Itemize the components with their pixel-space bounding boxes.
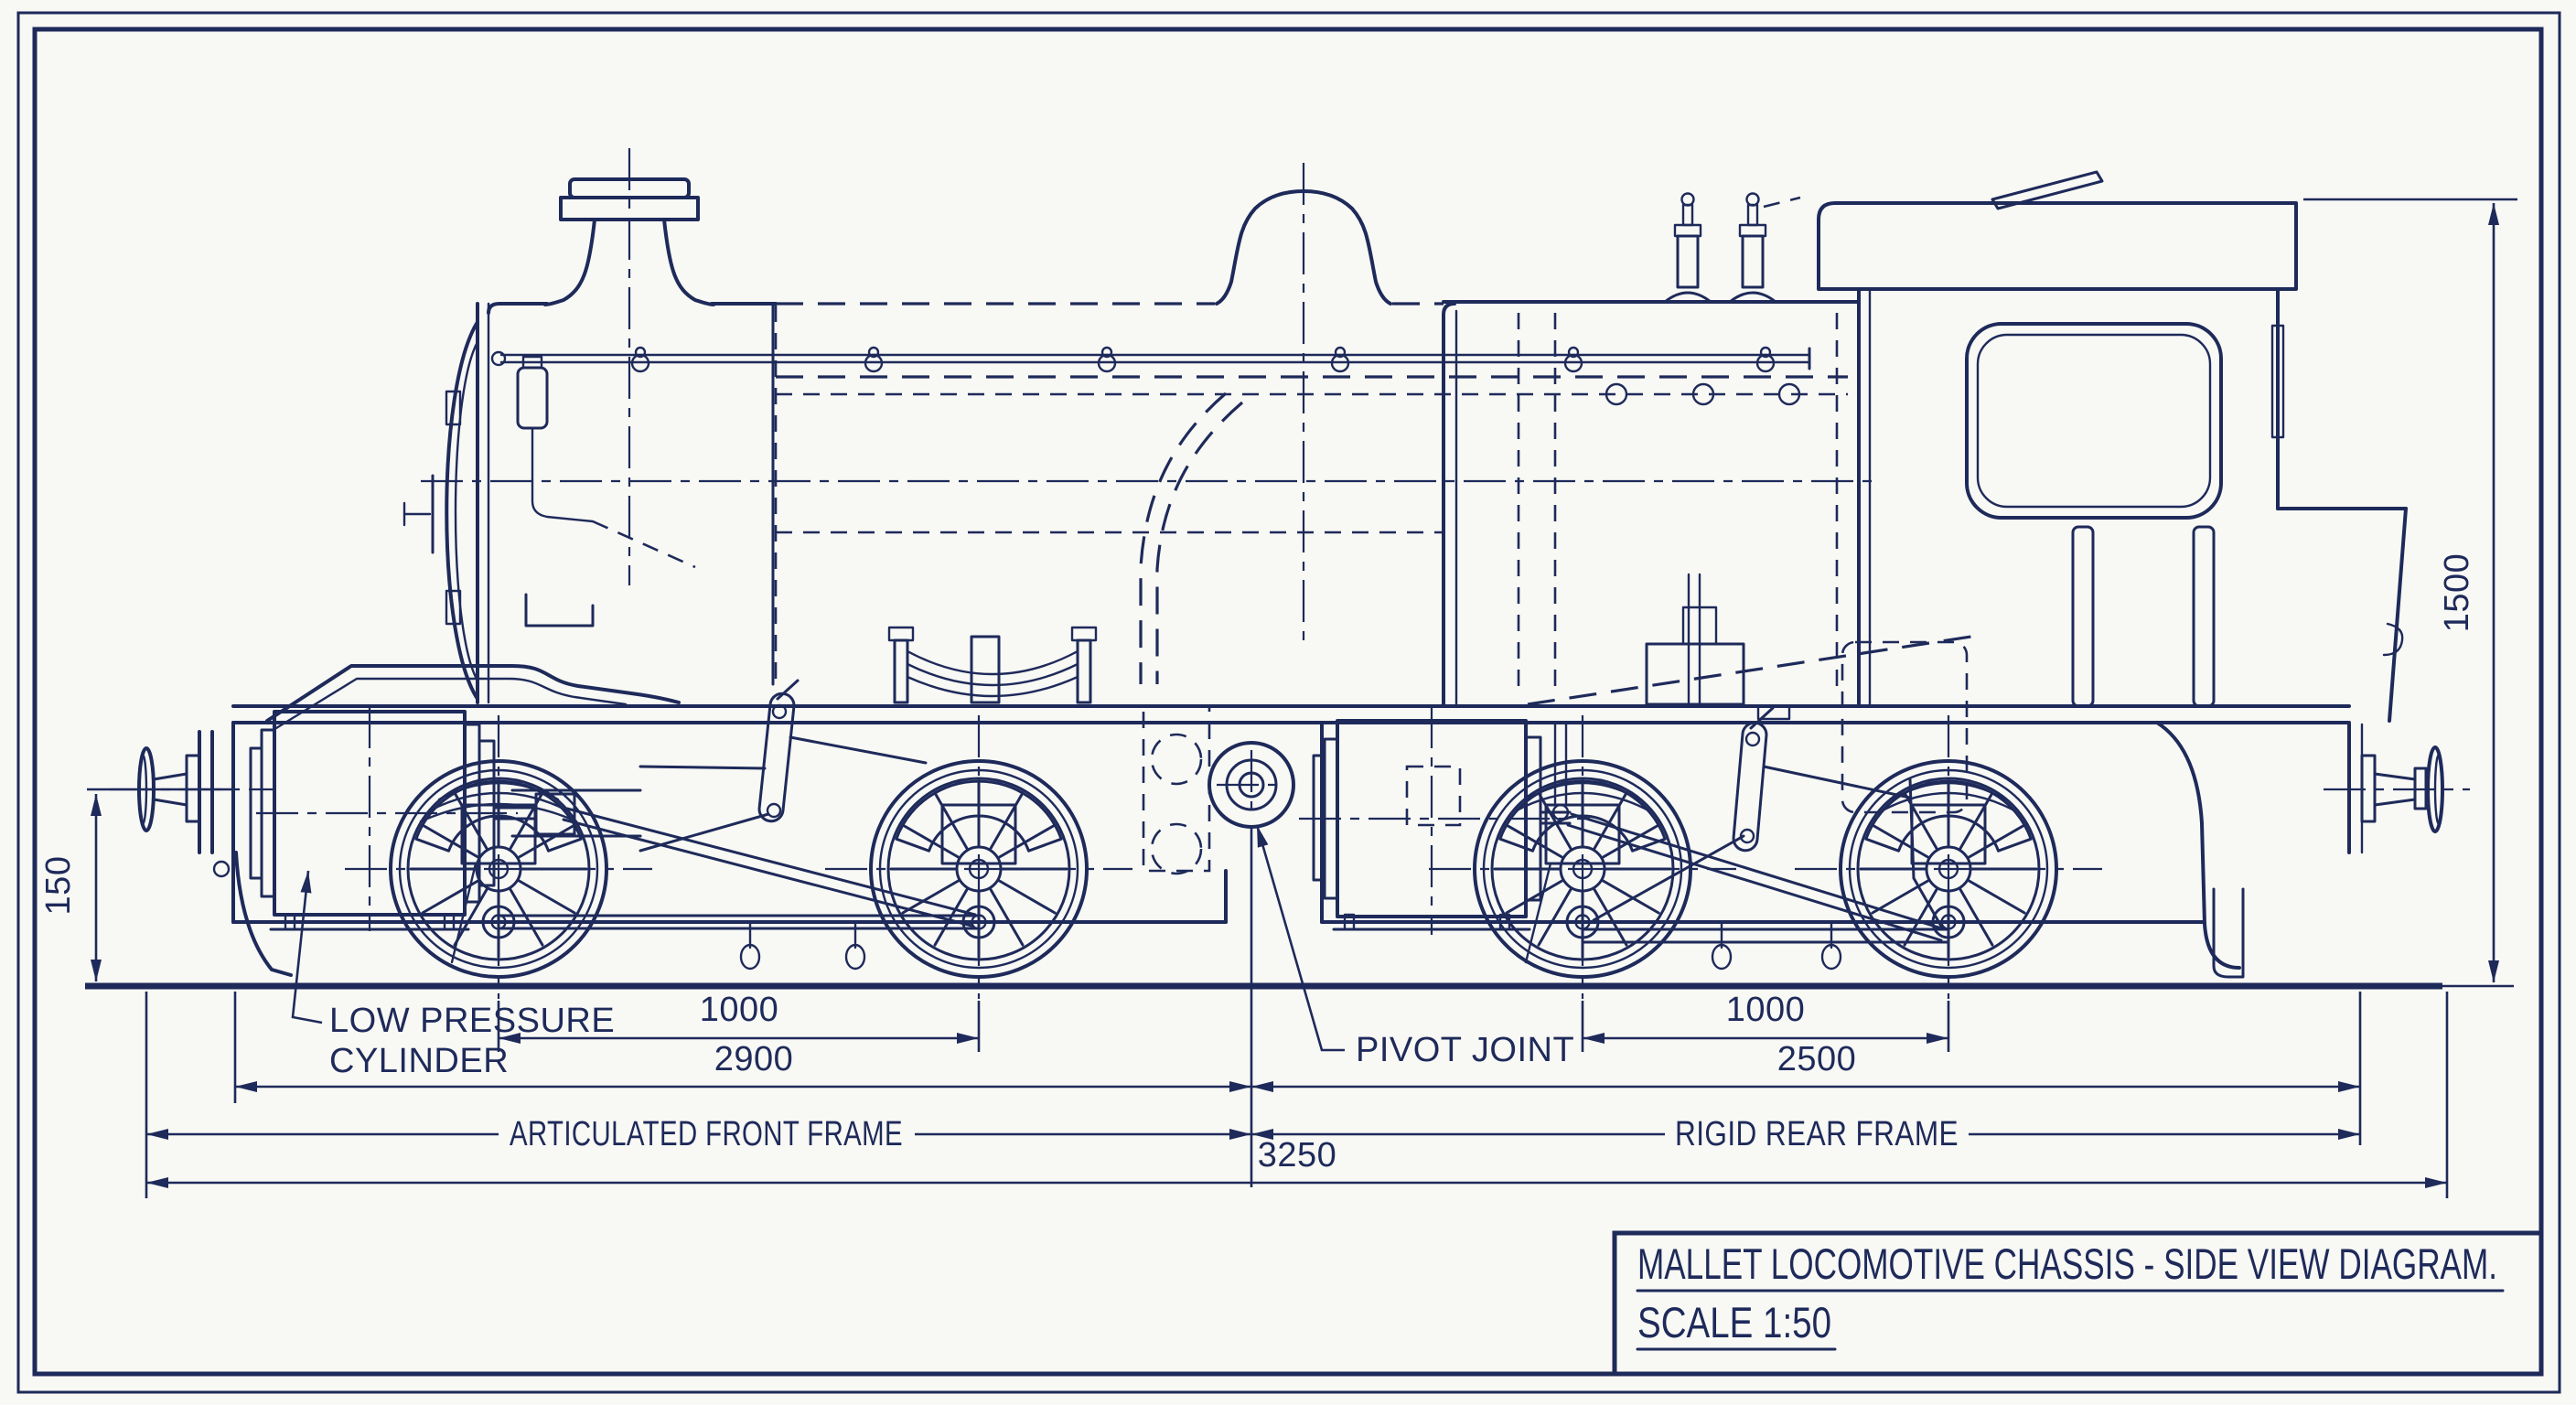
- boiler-group: [402, 177, 1984, 814]
- title-text: MALLET LOCOMOTIVE CHASSIS - SIDE VIEW DI…: [1637, 1239, 2497, 1288]
- dim-overall-height: 1500: [2438, 553, 2476, 633]
- pivot-joint: [1142, 704, 1295, 875]
- callout-low-pressure-cylinder-line1: LOW PRESSURE: [329, 1002, 615, 1040]
- callout-low-pressure-cylinder-line2: CYLINDER: [329, 1042, 509, 1080]
- drawing-border: [16, 11, 2561, 1394]
- low-pressure-cylinder: [249, 710, 496, 931]
- dim-rear-frame-length: 2500: [1777, 1040, 1857, 1078]
- cab-group: [1817, 170, 2408, 723]
- dim-overall-length: 3250: [1258, 1136, 1337, 1174]
- dim-front-frame-length: 2900: [714, 1040, 794, 1078]
- label-rear-frame: RIGID REAR FRAME: [1675, 1115, 1959, 1153]
- rear-frame-unit: [1312, 704, 2444, 999]
- callouts: LOW PRESSURE CYLINDER PIVOT JOINT: [291, 824, 1574, 1080]
- title-block: MALLET LOCOMOTIVE CHASSIS - SIDE VIEW DI…: [1612, 1230, 2544, 1377]
- scale-text: SCALE 1:50: [1637, 1298, 1831, 1346]
- callout-pivot-joint: PIVOT JOINT: [1356, 1031, 1574, 1069]
- dim-front-wheelbase: 1000: [700, 991, 779, 1029]
- dim-rear-wheelbase: 1000: [1726, 991, 1806, 1029]
- roof-vent: [1991, 170, 2104, 210]
- centerlines: [110, 148, 2470, 935]
- dim-buffer-height: 150: [39, 856, 78, 916]
- label-front-frame: ARTICULATED FRONT FRAME: [510, 1115, 903, 1153]
- front-frame-unit: [137, 626, 1228, 999]
- dimensions: 150 1500 1000 1000 2900 2500 ARTICULATED…: [39, 198, 2517, 1198]
- running-plate: [231, 664, 2351, 730]
